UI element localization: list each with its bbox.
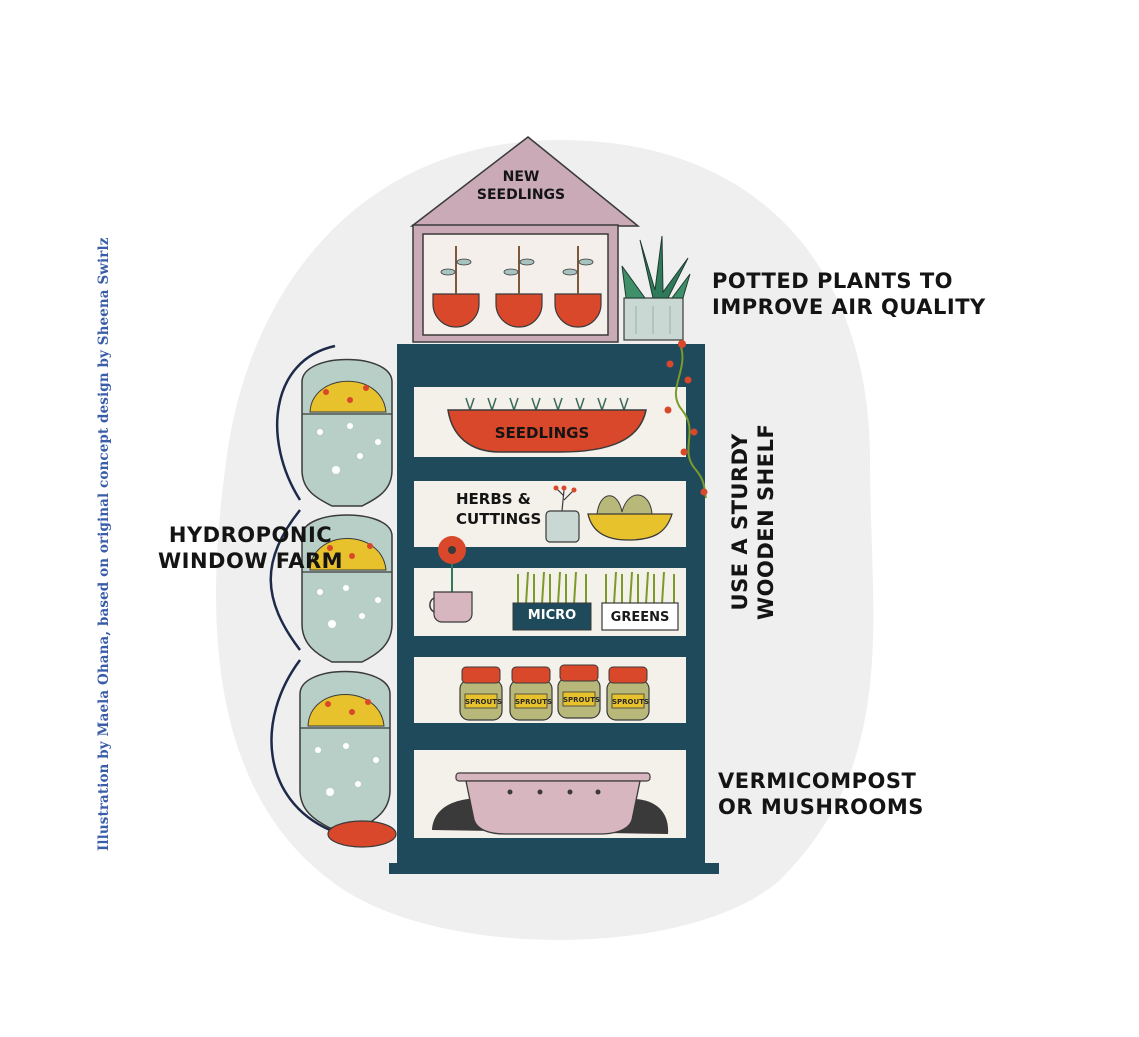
succulent-bowl-icon bbox=[587, 494, 673, 541]
sprout-jar-icon bbox=[509, 666, 553, 721]
herbs-label: HERBS & CUTTINGS bbox=[456, 490, 542, 529]
roof-label: NEW SEEDLINGS bbox=[475, 168, 567, 204]
greens-tag: GREENS bbox=[610, 610, 670, 625]
vermicompost-label-line-2: OR MUSHROOMS bbox=[718, 795, 924, 820]
seedling-pot-icon bbox=[432, 246, 480, 328]
hydroponic-label-line-1: HYDROPONIC bbox=[168, 523, 333, 547]
herb-jar-icon bbox=[545, 485, 580, 543]
illustration-credit: Illustration by Maela Ohana, based on or… bbox=[96, 237, 112, 851]
sprout-jar-label: SPROUTS bbox=[563, 696, 601, 704]
sprout-jar-label: SPROUTS bbox=[465, 698, 503, 706]
microgreens-tray-icon bbox=[512, 571, 592, 631]
seedling-pot-icon bbox=[554, 246, 602, 328]
sprout-jar-label: SPROUTS bbox=[515, 698, 553, 706]
compost-bin-icon bbox=[432, 772, 669, 835]
shelf-label-line-1: USE A STURDY bbox=[728, 433, 752, 611]
herbs-label-line-1: HERBS & bbox=[456, 490, 531, 508]
microgreens-tray-icon bbox=[601, 571, 679, 631]
flower-mug-icon bbox=[429, 536, 473, 623]
bottle-planter-icon bbox=[269, 344, 397, 848]
potted-plants-label: POTTED PLANTS TO IMPROVE AIR QUALITY bbox=[712, 268, 986, 321]
seedling-tray-icon bbox=[447, 397, 647, 453]
greenhouse bbox=[409, 136, 641, 343]
potted-plants-label-line-2: IMPROVE AIR QUALITY bbox=[712, 295, 986, 320]
sprout-jar-icon bbox=[459, 666, 503, 721]
seedling-pot-icon bbox=[495, 246, 543, 328]
vermicompost-label: VERMICOMPOST OR MUSHROOMS bbox=[718, 768, 924, 821]
seedlings-tray-label: SEEDLINGS bbox=[494, 424, 590, 442]
vine-icon bbox=[664, 340, 708, 499]
hydroponic-label: HYDROPONIC WINDOW FARM bbox=[158, 522, 343, 575]
shelf-label: USE A STURDY WOODEN SHELF bbox=[727, 424, 780, 620]
vermicompost-label-line-1: VERMICOMPOST bbox=[718, 769, 917, 793]
sprout-jar-icon bbox=[606, 666, 650, 721]
micro-tag: MICRO bbox=[527, 608, 577, 623]
roof-label-line-2: SEEDLINGS bbox=[476, 187, 566, 204]
sprout-jar-icon bbox=[557, 664, 601, 719]
succulent-icon bbox=[621, 235, 691, 341]
potted-plants-label-line-1: POTTED PLANTS TO bbox=[712, 269, 953, 293]
herbs-label-line-2: CUTTINGS bbox=[456, 509, 542, 528]
roof-label-line-1: NEW bbox=[502, 169, 540, 185]
hydroponic-label-line-2: WINDOW FARM bbox=[158, 549, 344, 574]
shelf-label-line-2: WOODEN SHELF bbox=[754, 423, 779, 620]
sprout-jar-label: SPROUTS bbox=[612, 698, 650, 706]
